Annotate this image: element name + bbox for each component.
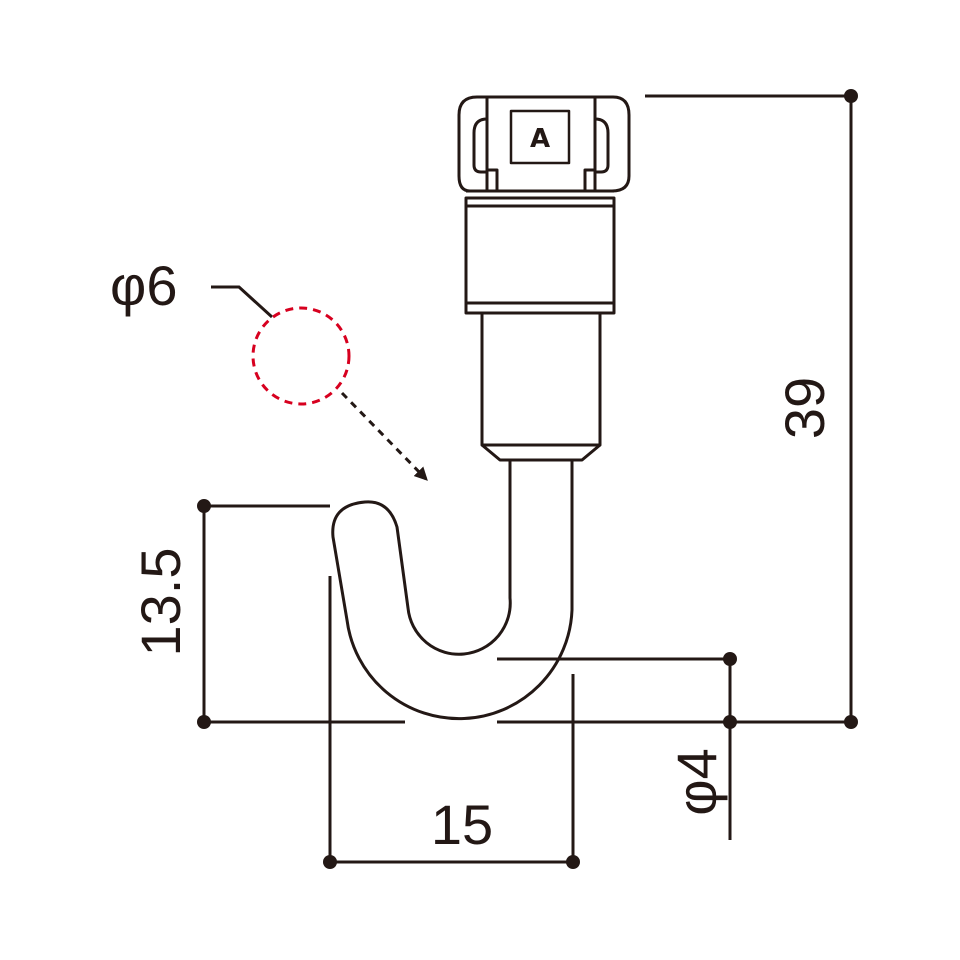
dot-13-5-bottom xyxy=(197,715,211,729)
cap-wing-right xyxy=(594,117,610,174)
cap-outline xyxy=(457,95,631,193)
dot-39-bottom xyxy=(844,715,858,729)
dot-13-5-top xyxy=(197,499,211,513)
logo-frame xyxy=(509,109,571,165)
hook-wire xyxy=(331,460,574,721)
dot-4-bottom xyxy=(723,715,737,729)
dot-15-left xyxy=(323,855,337,869)
label-overall-height: 39 xyxy=(773,377,836,439)
dot-39-top xyxy=(844,89,858,103)
hole-6-leader xyxy=(211,285,274,319)
dimension-lines xyxy=(202,94,853,864)
dot-15-right xyxy=(566,855,580,869)
label-hook-height: 13.5 xyxy=(129,548,192,657)
shank-outline xyxy=(480,313,602,447)
hole-6-dashed-circle xyxy=(251,306,351,406)
threaded-collar xyxy=(464,196,616,315)
label-wire-diameter: φ4 xyxy=(665,748,728,815)
dimension-dots xyxy=(197,89,858,869)
hook-part xyxy=(331,95,631,721)
label-hole-diameter: φ6 xyxy=(110,254,177,317)
hole-insert-arrow xyxy=(340,391,428,481)
label-hook-width: 15 xyxy=(431,793,493,856)
shank-taper xyxy=(481,443,601,462)
cap-wing-left xyxy=(472,117,488,174)
dot-4-top xyxy=(723,652,737,666)
logo-mark: A xyxy=(530,124,550,154)
